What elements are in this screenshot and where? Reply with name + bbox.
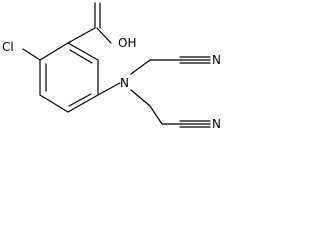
- bond-c-oh: [96, 27, 112, 44]
- ring-bond-top-right: [67, 42, 99, 61]
- ring-bond-bottom-right: [67, 94, 99, 113]
- atom-labels: Cl OH N N N: [2, 36, 221, 131]
- bond-ch2-c-bottom: [149, 105, 163, 125]
- nitrile-n-top-label: N: [212, 53, 221, 67]
- ring-double-inner-2: [68, 93, 92, 107]
- nitrogen-label: N: [120, 76, 129, 90]
- substituent-bonds: [22, 2, 211, 128]
- ring-bond-top-left: [39, 42, 69, 61]
- bond-n-ch2-top: [130, 59, 151, 75]
- molecule-structure: Cl OH N N N: [2, 2, 221, 131]
- chlorine-label: Cl: [2, 40, 14, 54]
- ring-bonds: [39, 42, 99, 113]
- ring-bond-bottom-left: [39, 94, 69, 113]
- bond-ring-cl: [22, 48, 41, 61]
- ring-double-inner-1: [69, 49, 93, 64]
- nitrile-n-bottom-label: N: [212, 117, 221, 131]
- bond-n-ch2-bottom: [130, 89, 151, 107]
- hydroxyl-label: OH: [118, 36, 136, 50]
- bond-ring-n: [97, 82, 121, 96]
- bond-ring-carboxyl: [67, 27, 96, 44]
